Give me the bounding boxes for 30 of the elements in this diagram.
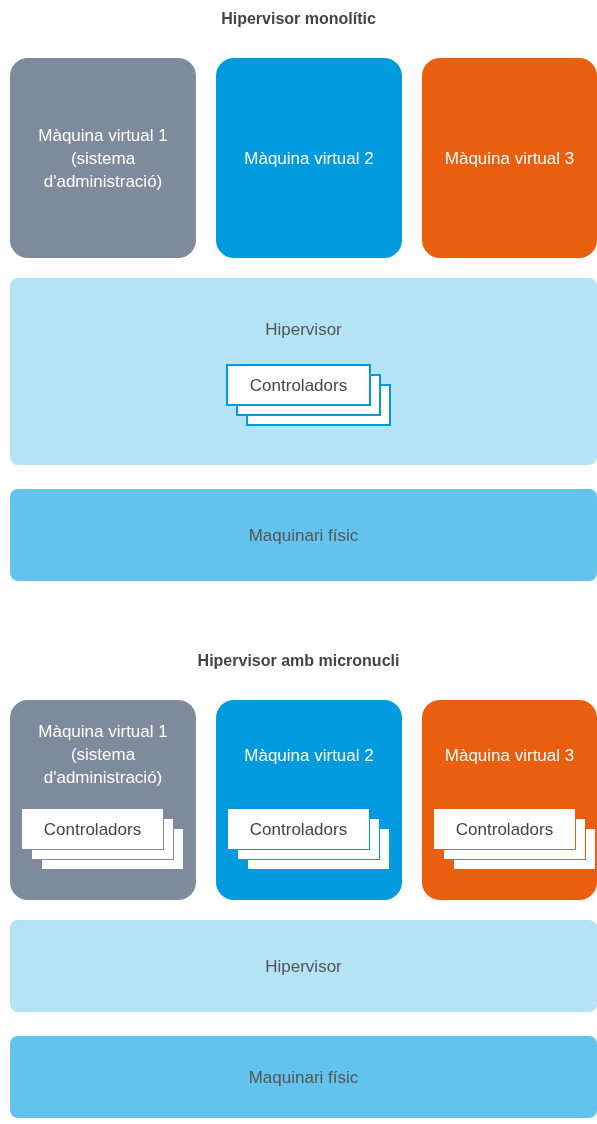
box-label: Màquina virtual 1 (sistema d'administració) xyxy=(37,124,169,193)
box-label: Màquina virtual 1 (sistema d'administració) xyxy=(37,721,169,789)
virtual-machine-box xyxy=(216,700,402,900)
box-label: Màquina virtual 2 xyxy=(244,745,374,767)
box-label: Maquinari físic xyxy=(248,524,359,547)
card-label: Controladors xyxy=(455,818,554,841)
virtual-machine-box xyxy=(10,700,196,900)
virtual-machine-box xyxy=(10,58,196,258)
stacked-cards xyxy=(433,808,596,870)
box-label: Hipervisor xyxy=(265,955,342,978)
hypervisor-layer xyxy=(10,920,597,1012)
virtual-machine-box xyxy=(216,58,402,258)
box-label: Màquina virtual 2 xyxy=(244,147,374,170)
box-label: Màquina virtual 3 xyxy=(444,147,575,170)
virtual-machine-box xyxy=(422,700,597,900)
box-label: Hipervisor xyxy=(265,319,342,341)
section-heading: Hipervisor monolític xyxy=(220,10,377,28)
box-label: Màquina virtual 3 xyxy=(444,745,575,767)
stacked-cards xyxy=(21,808,184,870)
hypervisor-layer xyxy=(10,278,597,465)
section-heading: Hipervisor amb micronucli xyxy=(196,652,401,670)
virtual-machine-box xyxy=(422,58,597,258)
stacked-cards xyxy=(227,808,390,870)
card-label: Controladors xyxy=(249,818,348,841)
box-label: Maquinari físic xyxy=(248,1066,359,1089)
hardware-layer xyxy=(10,489,597,581)
stacked-cards xyxy=(226,364,391,426)
card-label: Controladors xyxy=(43,818,142,841)
card-label: Controladors xyxy=(249,374,348,397)
hardware-layer xyxy=(10,1036,597,1118)
